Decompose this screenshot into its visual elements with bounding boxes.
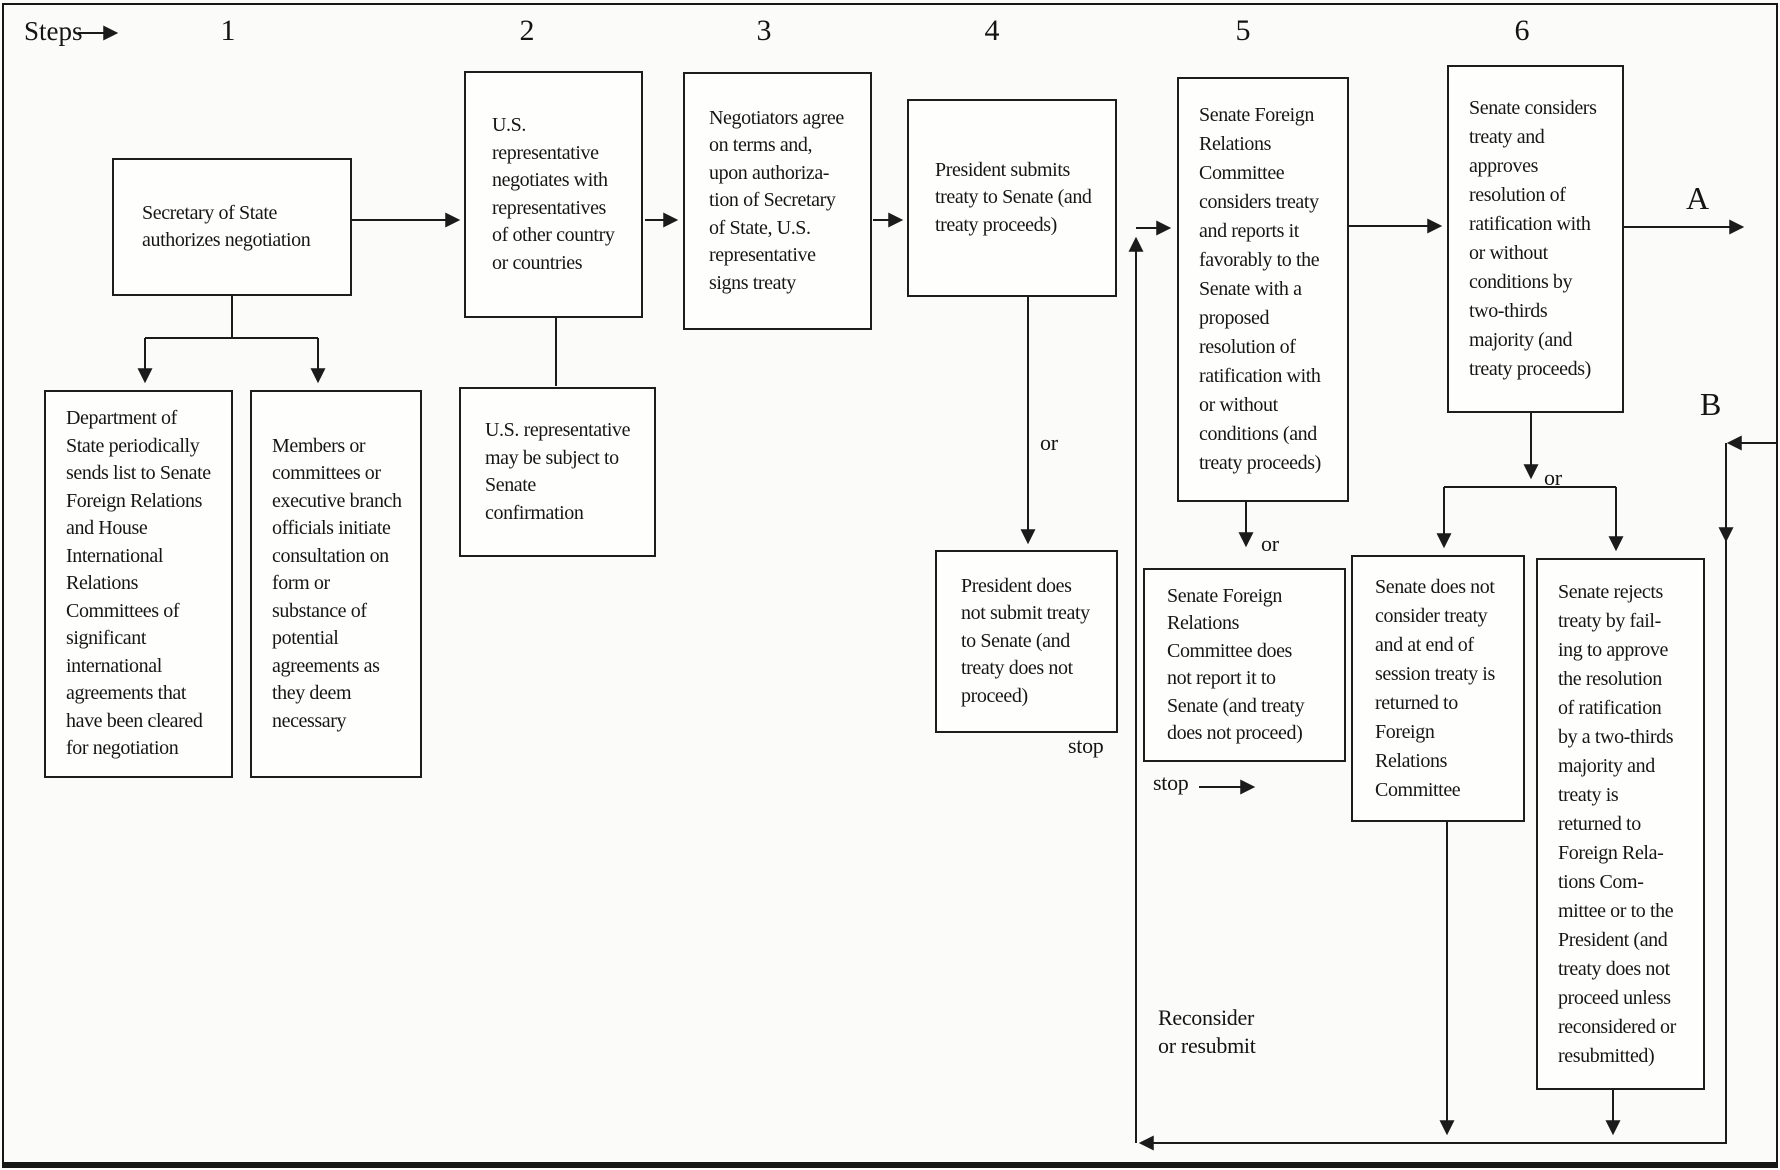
box-sfrc-considers: Senate Foreign Relations Committee consi… [1177,77,1349,502]
box-sfrc-not-report: Senate Foreign Relations Committee does … [1143,568,1346,762]
step-number-4: 4 [984,14,1000,47]
box-usrep-confirmation: U.S. representative may be subject to Se… [459,387,656,557]
box-senate-rejects-text: Senate rejects treaty by fail- ing to ap… [1558,580,1676,1067]
box-senate-not-consider-text: Senate does not consider treaty and at e… [1375,575,1495,801]
box-president-submits: President submits treaty to Senate (and … [907,99,1117,297]
box-sfrc-considers-text: Senate Foreign Relations Committee consi… [1199,104,1321,474]
reconsider-label: Reconsider or resubmit [1158,1005,1256,1058]
step-number-1: 1 [220,14,236,47]
box-senate-not-consider: Senate does not consider treaty and at e… [1351,555,1525,822]
step-number-5: 5 [1235,14,1251,47]
step-number-6: 6 [1514,14,1530,47]
box-secretary-authorizes: Secretary of State authorizes negotiatio… [112,158,352,296]
or-label-sfrc: or [1261,531,1279,556]
stop-label-president: stop [1068,733,1104,758]
or-label-senate: or [1544,465,1562,490]
outlet-a-label: A [1686,180,1710,216]
box-president-not-submit: President does not submit treaty to Sena… [935,550,1118,733]
step-number-2: 2 [519,14,535,47]
box-usrep-confirmation-text: U.S. representative may be subject to Se… [485,419,631,524]
box-usrep-negotiates-text: U.S. representative negotiates with repr… [492,114,615,274]
box-dept-state-list: Department of State periodically sends l… [44,390,233,778]
step-number-3: 3 [756,14,772,47]
stop-label-sfrc: stop [1153,770,1189,795]
box-senate-rejects: Senate rejects treaty by fail- ing to ap… [1536,558,1705,1090]
box-sfrc-not-report-text: Senate Foreign Relations Committee does … [1167,584,1305,745]
outlet-b-label: B [1700,386,1722,422]
box-negotiators-agree: Negotiators agree on terms and, upon aut… [683,72,872,330]
or-label-president: or [1040,430,1058,455]
box-president-not-submit-text: President does not submit treaty to Sena… [961,574,1090,707]
box-senate-considers: Senate considers treaty and approves res… [1447,65,1624,413]
box-negotiators-agree-text: Negotiators agree on terms and, upon aut… [709,106,844,294]
box-members-consultation: Members or committees or executive branc… [250,390,422,778]
box-secretary-authorizes-text: Secretary of State authorizes negotiatio… [142,201,311,252]
steps-header-label: Steps [24,16,83,46]
box-senate-considers-text: Senate considers treaty and approves res… [1469,97,1597,380]
box-usrep-negotiates: U.S. representative negotiates with repr… [464,71,643,318]
box-president-submits-text: President submits treaty to Senate (and … [935,158,1092,236]
box-dept-state-list-text: Department of State periodically sends l… [66,407,211,760]
box-members-consultation-text: Members or committees or executive branc… [272,434,402,732]
